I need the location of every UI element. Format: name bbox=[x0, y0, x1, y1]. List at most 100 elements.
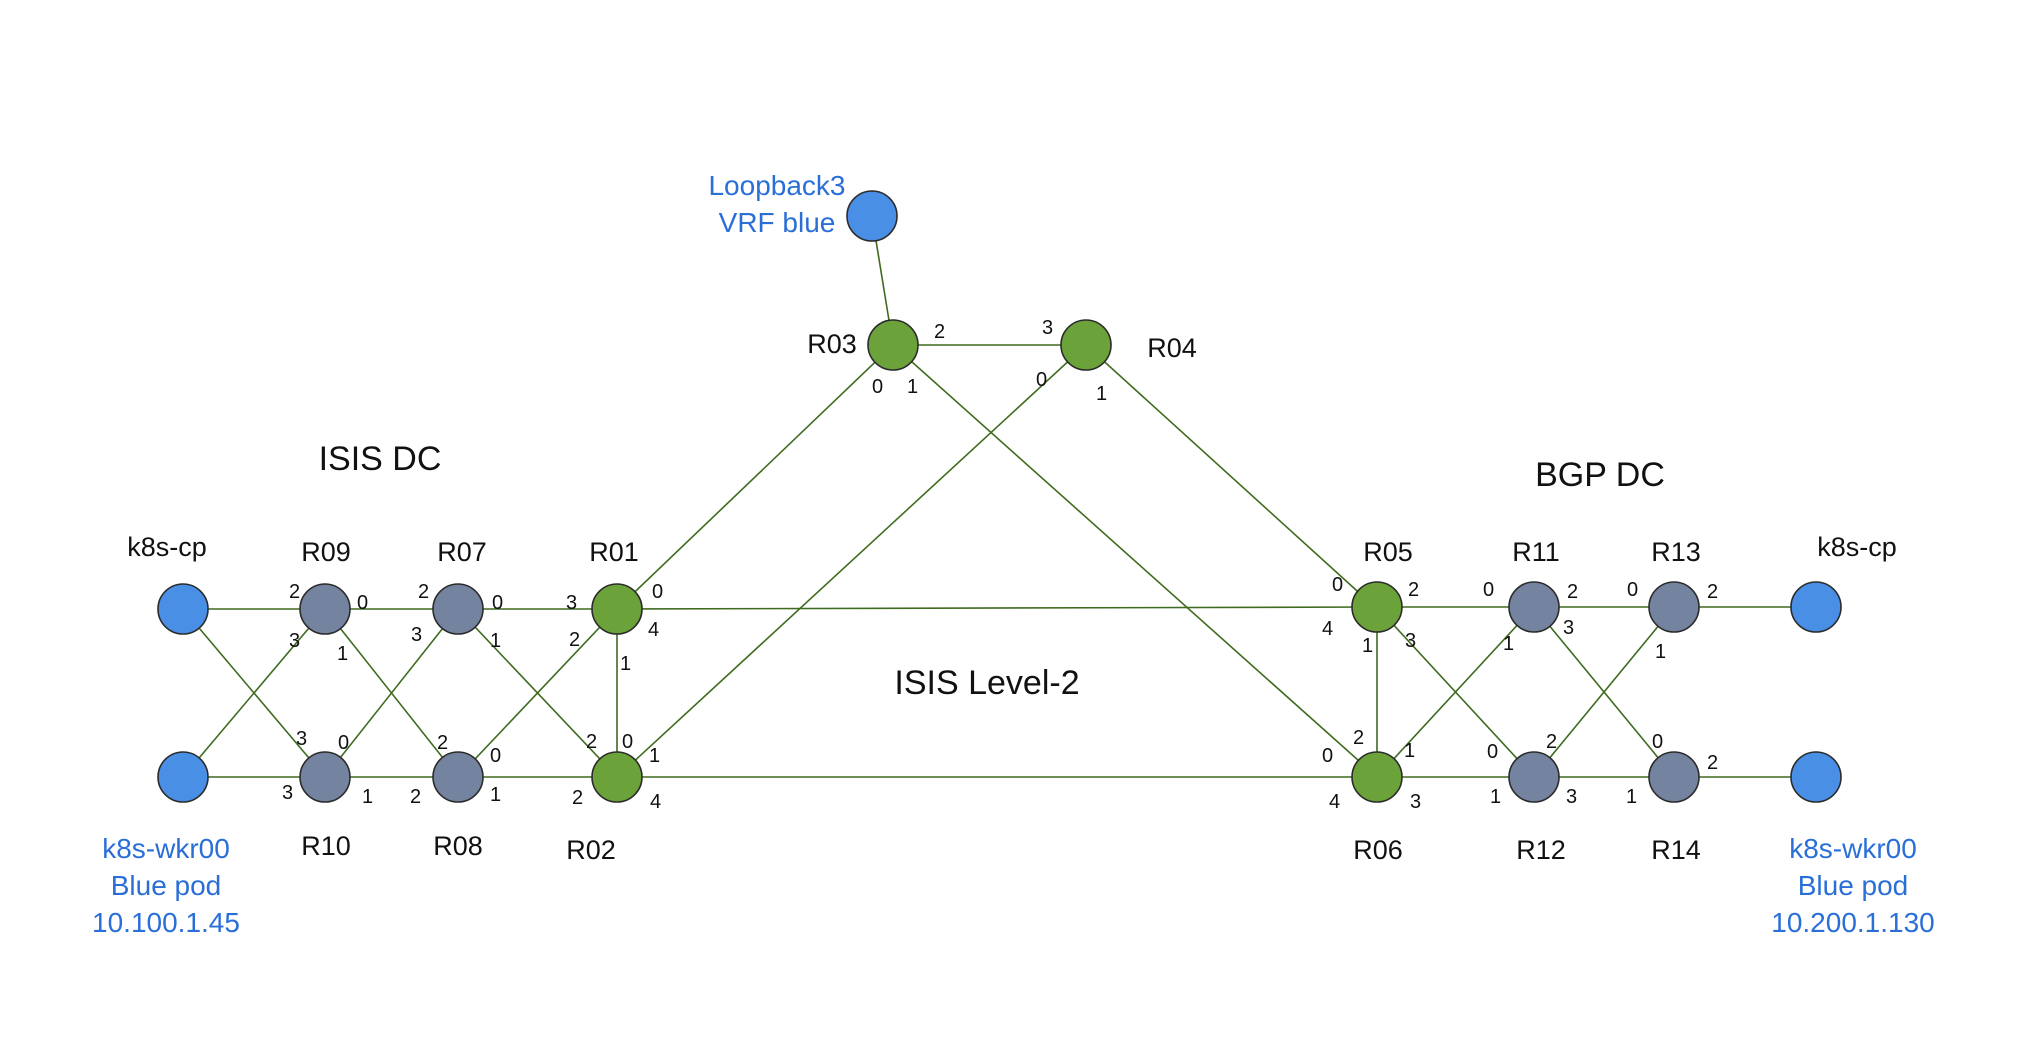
port-label: 1 bbox=[337, 643, 348, 665]
port-label: 3 bbox=[1566, 786, 1577, 808]
port-label: 4 bbox=[1329, 791, 1340, 813]
loopback-label-line1: Loopback3 bbox=[708, 170, 845, 201]
router-label-r06: R06 bbox=[1353, 835, 1403, 865]
router-label-r01: R01 bbox=[589, 537, 639, 567]
router-label-r09: R09 bbox=[301, 537, 351, 567]
port-label: 3 bbox=[411, 624, 422, 646]
router-r06[interactable] bbox=[1351, 751, 1403, 803]
router-r02[interactable] bbox=[591, 751, 643, 803]
link-r06-r11 bbox=[1376, 606, 1535, 778]
host-right-k8s-cp[interactable] bbox=[1790, 581, 1842, 633]
link-r08-r01 bbox=[457, 608, 618, 778]
router-r08[interactable] bbox=[432, 751, 484, 803]
host-left-k8s-wkr00[interactable] bbox=[157, 751, 209, 803]
port-label: 1 bbox=[1096, 383, 1107, 405]
host-labels: k8s-cp k8s-cp k8s-wkr00 Blue pod 10.100.… bbox=[92, 532, 1935, 938]
router-r12[interactable] bbox=[1508, 751, 1560, 803]
port-label: 1 bbox=[490, 784, 501, 806]
router-label-r11: R11 bbox=[1512, 537, 1560, 567]
router-r03[interactable] bbox=[867, 319, 919, 371]
port-label: 2 bbox=[1408, 579, 1419, 601]
port-label: 1 bbox=[1626, 786, 1637, 808]
host-right-k8s-wkr00[interactable] bbox=[1790, 751, 1842, 803]
port-label: 1 bbox=[490, 630, 501, 652]
router-r05[interactable] bbox=[1351, 581, 1403, 633]
port-label: 2 bbox=[1546, 731, 1557, 753]
nodes bbox=[157, 190, 1842, 803]
port-label: 2 bbox=[1707, 581, 1718, 603]
port-label: 1 bbox=[1655, 641, 1666, 663]
right-wkr-label-line3: 10.200.1.130 bbox=[1771, 907, 1935, 938]
left-wkr-label-line2: Blue pod bbox=[111, 870, 222, 901]
port-label: 0 bbox=[357, 592, 368, 614]
port-label: 0 bbox=[1332, 574, 1343, 596]
port-label: 0 bbox=[338, 732, 349, 754]
port-label: 2 bbox=[934, 321, 945, 343]
left-wkr-label-line1: k8s-wkr00 bbox=[102, 833, 230, 864]
router-label-r04: R04 bbox=[1147, 333, 1197, 363]
port-label: 3 bbox=[296, 728, 307, 750]
port-label: 3 bbox=[289, 630, 300, 652]
router-label-r13: R13 bbox=[1651, 537, 1701, 567]
port-label: 3 bbox=[282, 782, 293, 804]
router-labels: R03 R04 R09 R07 R01 R05 R11 R13 R10 R08 … bbox=[301, 329, 1701, 865]
port-label: 4 bbox=[648, 619, 659, 641]
loopback-label: Loopback3 VRF blue bbox=[708, 170, 845, 238]
link-r01-r05 bbox=[616, 606, 1378, 610]
router-r14[interactable] bbox=[1648, 751, 1700, 803]
link-r12-r13 bbox=[1533, 606, 1675, 778]
port-label: 0 bbox=[1322, 745, 1333, 767]
port-label: 0 bbox=[1627, 579, 1638, 601]
router-label-r14: R14 bbox=[1651, 835, 1701, 865]
port-label: 0 bbox=[622, 731, 633, 753]
router-r10[interactable] bbox=[299, 751, 351, 803]
loopback-label-line2: VRF blue bbox=[719, 207, 836, 238]
port-label: 2 bbox=[418, 581, 429, 603]
host-left-k8s-cp[interactable] bbox=[157, 583, 209, 635]
port-label: 3 bbox=[1563, 617, 1574, 639]
router-label-r07: R07 bbox=[437, 537, 487, 567]
port-label: 1 bbox=[620, 653, 631, 675]
port-label: 2 bbox=[410, 786, 421, 808]
router-label-r02: R02 bbox=[566, 835, 616, 865]
link-r10-r07 bbox=[324, 608, 459, 778]
router-label-r03: R03 bbox=[807, 329, 857, 359]
port-label: 2 bbox=[1353, 727, 1364, 749]
right-wkr-label-line1: k8s-wkr00 bbox=[1789, 833, 1917, 864]
router-r11[interactable] bbox=[1508, 581, 1560, 633]
port-labels: 2 0 3 1 2 0 3 1 3 0 4 2 1 3 0 3 1 2 0 1 … bbox=[282, 317, 1718, 813]
left-wkr-label-line3: 10.100.1.45 bbox=[92, 907, 240, 938]
router-label-r08: R08 bbox=[433, 831, 483, 861]
port-label: 1 bbox=[1362, 635, 1373, 657]
link-r03-r06 bbox=[892, 344, 1378, 778]
links bbox=[182, 215, 1816, 778]
router-r04[interactable] bbox=[1060, 319, 1112, 371]
loopback3-node[interactable] bbox=[846, 190, 898, 242]
bgp-dc-label: BGP DC bbox=[1535, 456, 1665, 494]
router-r07[interactable] bbox=[432, 583, 484, 635]
port-label: 3 bbox=[1405, 630, 1416, 652]
port-label: 2 bbox=[586, 731, 597, 753]
port-label: 2 bbox=[1707, 752, 1718, 774]
isis-level2-label: ISIS Level-2 bbox=[894, 664, 1079, 702]
router-r09[interactable] bbox=[299, 583, 351, 635]
port-label: 0 bbox=[490, 745, 501, 767]
router-r01[interactable] bbox=[591, 583, 643, 635]
port-label: 0 bbox=[492, 592, 503, 614]
link-r03-r01 bbox=[616, 344, 894, 610]
port-label: 0 bbox=[1036, 369, 1047, 391]
port-label: 3 bbox=[566, 592, 577, 614]
router-r13[interactable] bbox=[1648, 581, 1700, 633]
port-label: 1 bbox=[649, 745, 660, 767]
port-label: 3 bbox=[1410, 791, 1421, 813]
port-label: 2 bbox=[569, 629, 580, 651]
port-label: 1 bbox=[1490, 786, 1501, 808]
port-label: 0 bbox=[1483, 579, 1494, 601]
router-label-r12: R12 bbox=[1516, 835, 1566, 865]
port-label: 4 bbox=[1322, 618, 1333, 640]
port-label: 0 bbox=[872, 376, 883, 398]
port-label: 3 bbox=[1042, 317, 1053, 339]
port-label: 1 bbox=[362, 786, 373, 808]
port-label: 2 bbox=[289, 581, 300, 603]
